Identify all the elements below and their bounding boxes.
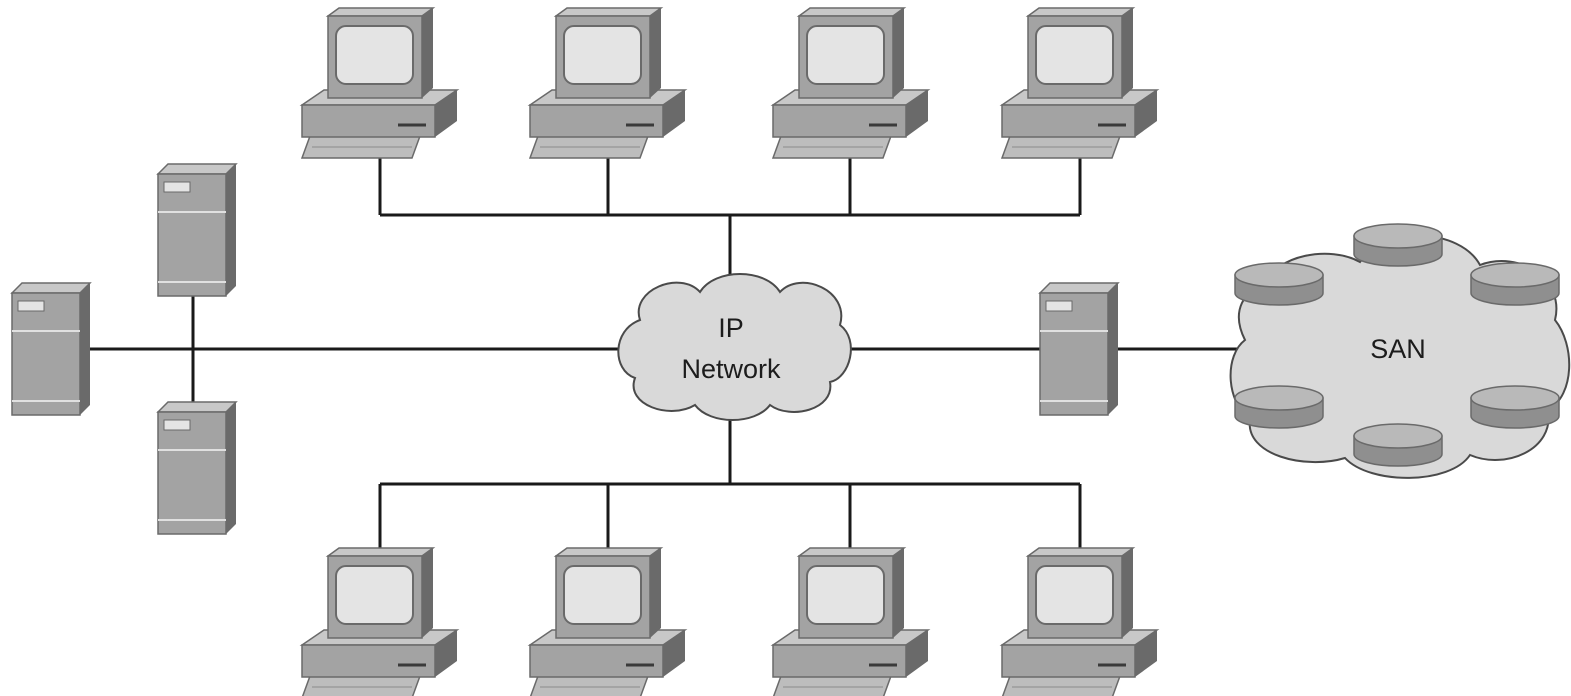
desktop-computer-icon xyxy=(1000,546,1159,696)
ip-network-label-line1: IP xyxy=(718,313,744,343)
tower-server-icon xyxy=(1039,282,1119,416)
desktop-computer-icon xyxy=(771,6,930,160)
desktop-computer-icon xyxy=(300,6,459,160)
storage-disk-icon xyxy=(1234,385,1324,429)
desktop-computer-icon xyxy=(1000,6,1159,160)
storage-disk-icon xyxy=(1234,262,1324,306)
desktop-computer-icon xyxy=(528,6,687,160)
workstations-top xyxy=(300,6,1159,160)
storage-disk-icon xyxy=(1353,223,1443,267)
desktop-computer-icon xyxy=(771,546,930,696)
ip-network-label-line2: Network xyxy=(681,354,781,384)
desktop-computer-icon xyxy=(300,546,459,696)
san-label: SAN xyxy=(1370,334,1426,364)
ip-network-cloud: IP Network xyxy=(617,273,852,421)
storage-disk-icon xyxy=(1353,423,1443,467)
storage-disk-icon xyxy=(1470,385,1560,429)
tower-server-icon xyxy=(11,282,91,416)
desktop-computer-icon xyxy=(528,546,687,696)
san-cloud: SAN xyxy=(1229,223,1571,479)
cloud-icon xyxy=(617,273,852,421)
storage-disk-icon xyxy=(1470,262,1560,306)
network-links xyxy=(88,150,1238,552)
tower-server-icon xyxy=(157,401,237,535)
tower-server-icon xyxy=(157,163,237,297)
workstations-bottom xyxy=(300,546,1159,696)
